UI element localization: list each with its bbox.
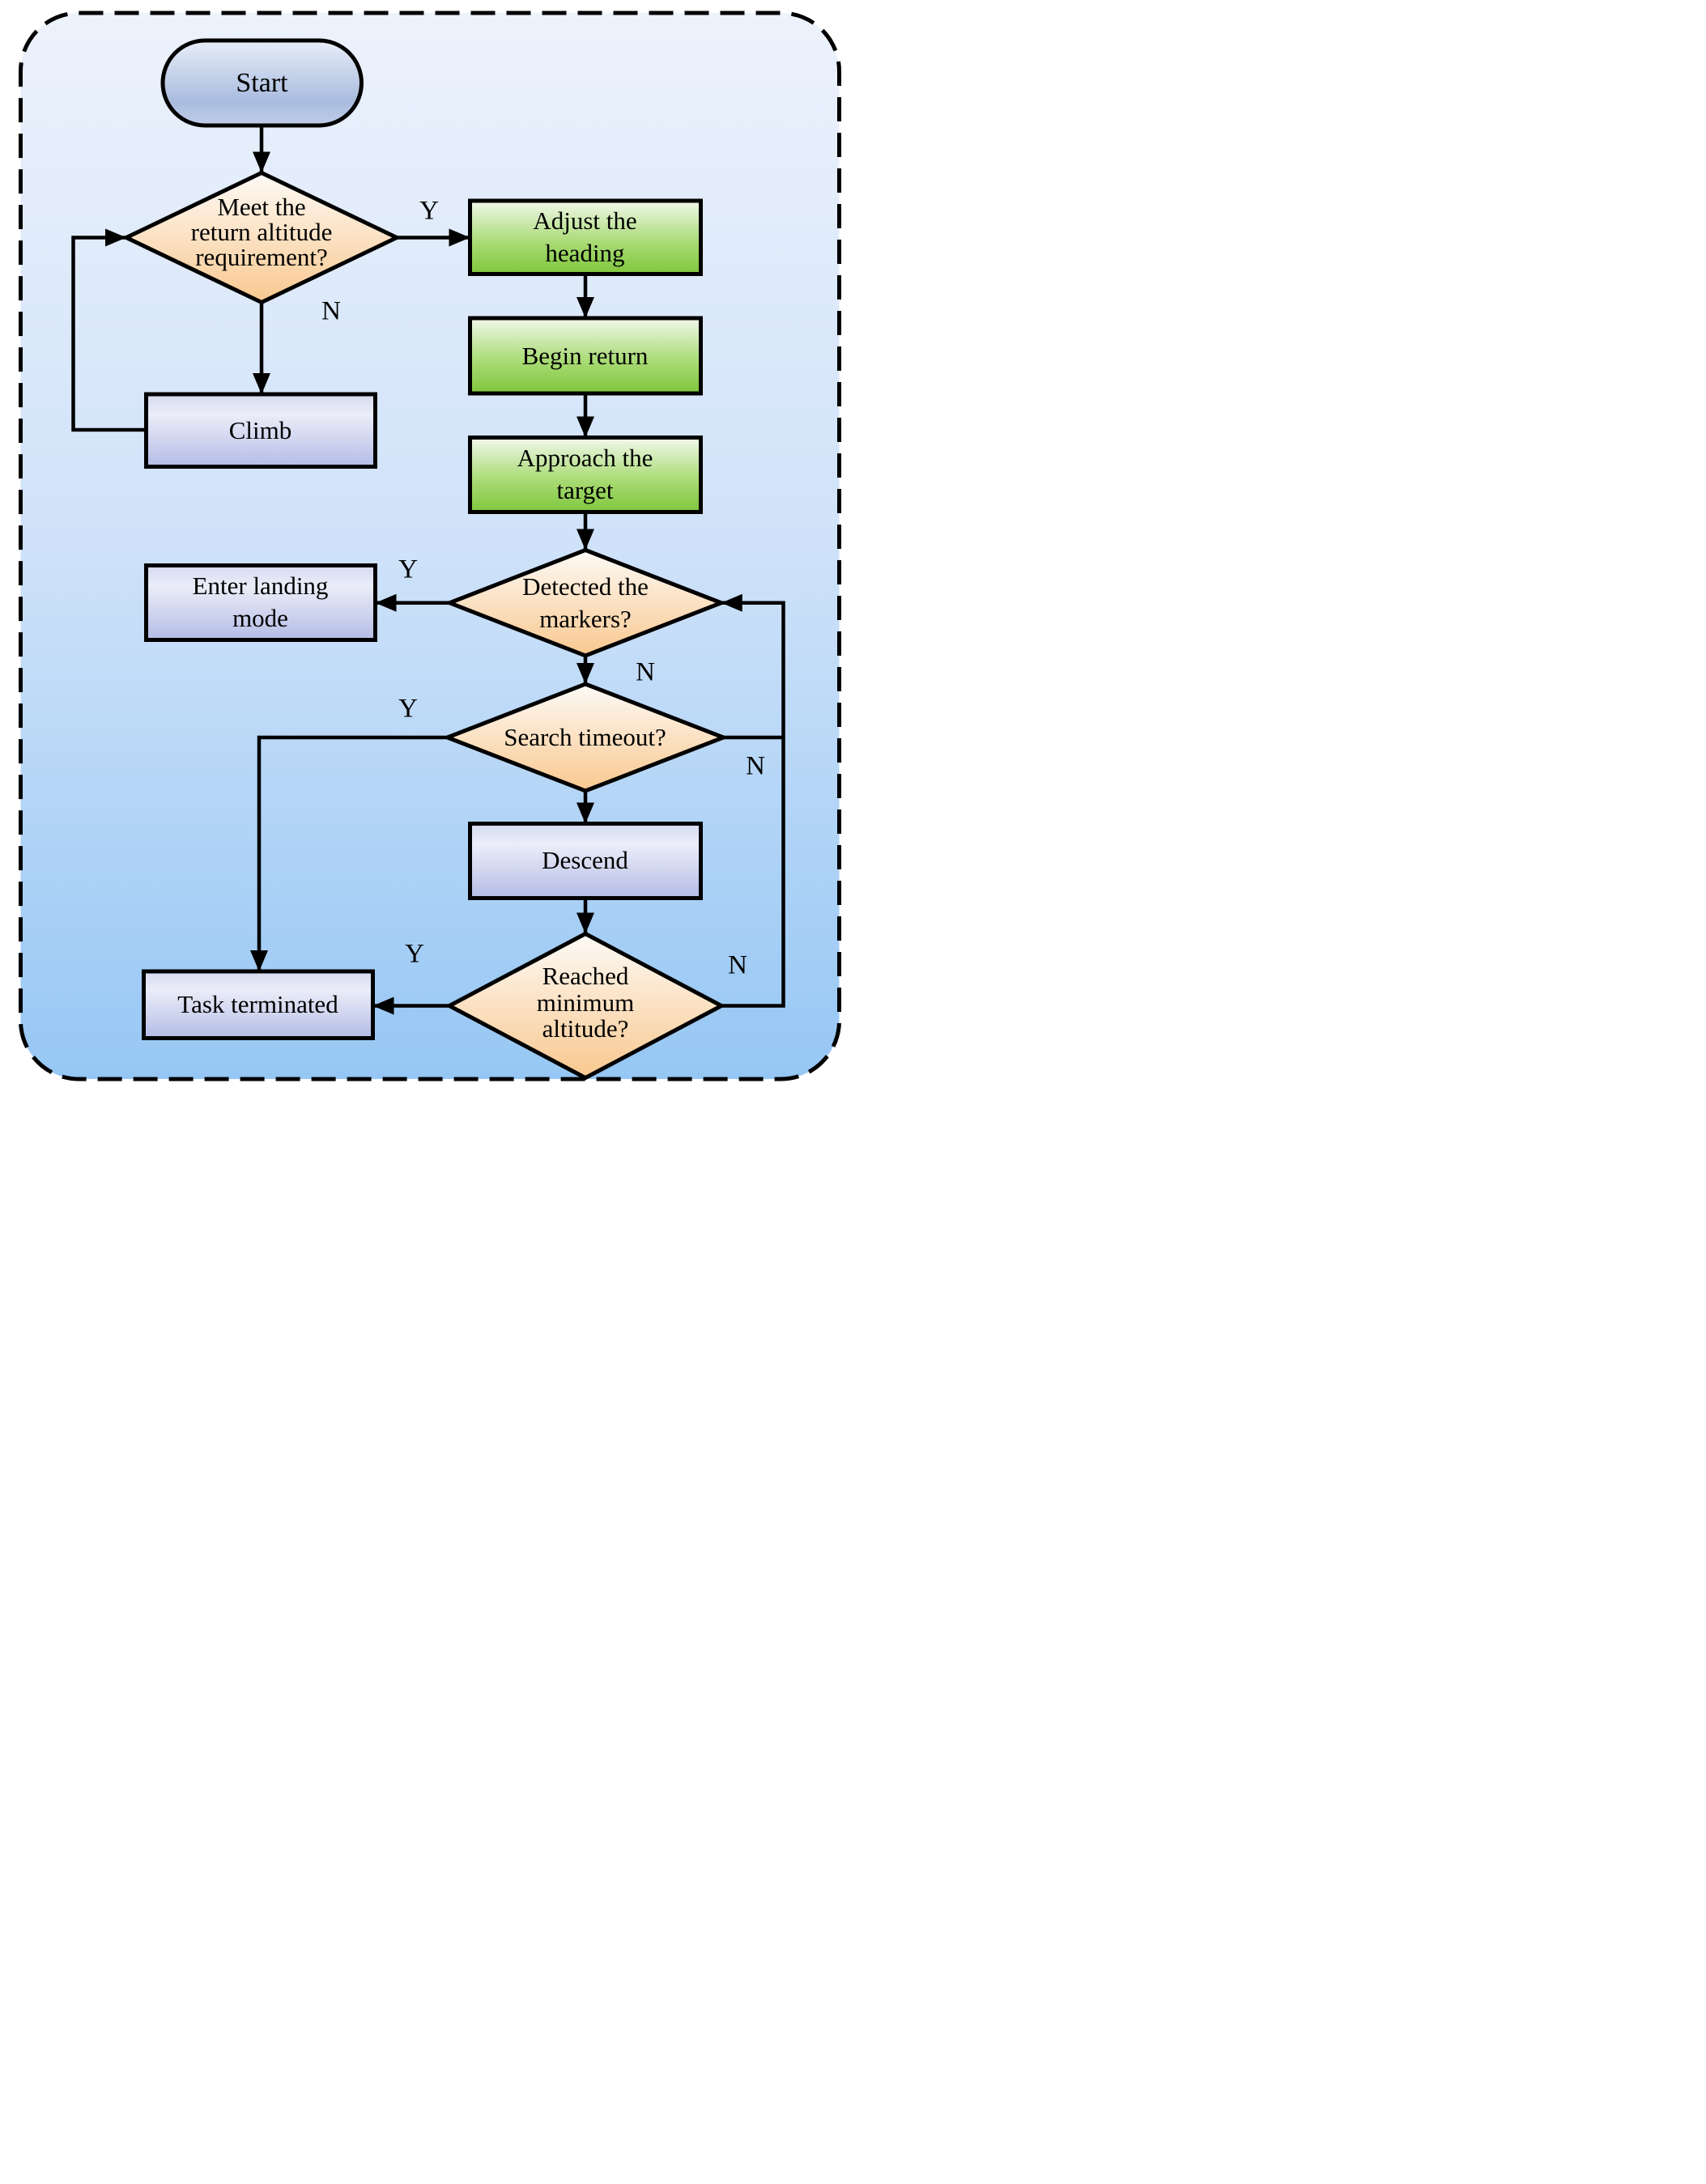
dashed-border	[19, 11, 841, 1081]
edge-reached-min-altitude-no-to-detected-markers	[721, 593, 785, 1008]
task-terminated-node-shape	[142, 969, 375, 1040]
start-node-shape	[160, 38, 364, 128]
descend-node-shape	[468, 822, 703, 900]
enter-landing-mode-node-shape	[144, 563, 377, 642]
flowchart-canvas	[19, 11, 841, 1081]
approach-target-node-shape	[468, 436, 703, 514]
begin-return-node-shape	[468, 316, 703, 396]
meet-altitude-decision-shape	[121, 170, 402, 305]
search-timeout-decision-shape	[441, 682, 730, 793]
detected-markers-decision-shape	[444, 547, 727, 658]
adjust-heading-node-shape	[468, 198, 703, 276]
reached-min-altitude-decision-shape	[445, 931, 726, 1081]
climb-node-shape	[144, 392, 377, 469]
flowchart-figure: Start Meet the return altitude requireme…	[0, 0, 853, 1092]
flowchart-background	[20, 13, 840, 1079]
edge-search-timeout-yes-to-task-terminated	[250, 735, 448, 971]
edge-climb-to-meet-altitude	[71, 228, 147, 432]
